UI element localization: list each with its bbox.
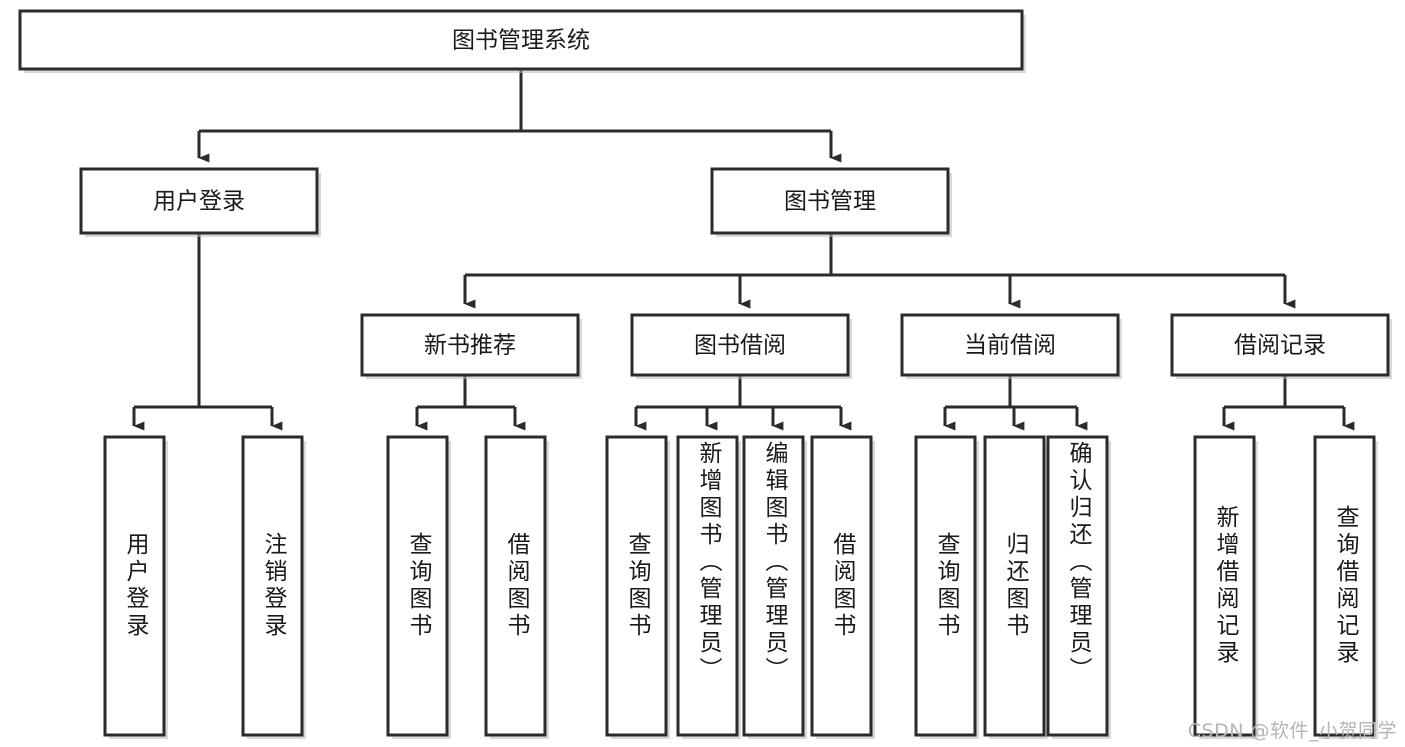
- node-user-login-label: 用户登录: [153, 189, 245, 215]
- node-leaf-br-add[interactable]: 新增借阅记录: [1193, 435, 1258, 739]
- node-current-borrow-box: [900, 313, 1120, 377]
- edge-group-book-borrow-to-leaves: [634, 375, 852, 431]
- node-leaf-nb-query[interactable]: 查询图书: [386, 435, 451, 739]
- node-root-box: [18, 9, 1024, 71]
- node-leaf-user-login[interactable]: 用户登录: [103, 435, 168, 739]
- node-new-books-box: [360, 313, 580, 377]
- edge-group-user-login-to-leaves: [132, 233, 283, 431]
- edge-group-new-books-to-leaves: [415, 375, 526, 431]
- node-book-mgmt-label: 图书管理: [784, 189, 876, 215]
- edge-group-root-to-level2: [197, 69, 842, 163]
- node-leaf-cb-query-label: 查询图书: [933, 532, 959, 640]
- node-user-login[interactable]: 用户登录: [79, 167, 321, 237]
- node-leaf-nb-borrow-label: 借阅图书: [503, 532, 529, 640]
- node-leaf-bb-borrow-label: 借阅图书: [829, 532, 855, 640]
- node-leaf-nb-query-label: 查询图书: [405, 532, 431, 640]
- node-user-login-box: [79, 167, 319, 235]
- node-leaf-bb-edit-label: 编辑图书（管理员）: [761, 441, 787, 684]
- node-current-borrow[interactable]: 当前借阅: [900, 313, 1122, 379]
- node-leaf-cb-confirm-box: [1046, 435, 1109, 737]
- node-leaf-bb-add-box: [676, 435, 739, 737]
- node-leaf-br-query-label: 查询借阅记录: [1332, 505, 1358, 667]
- node-leaf-br-query[interactable]: 查询借阅记录: [1313, 435, 1378, 739]
- node-leaf-bb-query-label: 查询图书: [624, 532, 650, 640]
- node-root-label: 图书管理系统: [452, 28, 590, 54]
- node-leaf-bb-borrow[interactable]: 借阅图书: [810, 435, 875, 739]
- edge-group-borrow-record-to-leaves: [1222, 375, 1355, 431]
- edge-group-current-borrow-to-leaves: [943, 375, 1088, 431]
- node-book-mgmt[interactable]: 图书管理: [710, 167, 952, 237]
- node-leaf-user-login-box: [103, 435, 166, 737]
- node-borrow-record-box: [1170, 313, 1390, 377]
- node-book-borrow-label: 图书借阅: [694, 333, 786, 359]
- node-current-borrow-label: 当前借阅: [964, 333, 1056, 359]
- csdn-watermark: CSDN @软件_小贺同学: [1187, 720, 1397, 742]
- node-book-borrow-box: [630, 313, 850, 377]
- node-leaf-nb-borrow[interactable]: 借阅图书: [484, 435, 549, 739]
- node-root[interactable]: 图书管理系统: [18, 9, 1026, 73]
- node-leaf-bb-add-label: 新增图书（管理员）: [695, 441, 721, 684]
- node-leaf-bb-edit[interactable]: 编辑图书（管理员）: [742, 435, 807, 739]
- node-leaf-cb-query[interactable]: 查询图书: [914, 435, 979, 739]
- edge-group-book-mgmt-to-level3: [463, 233, 1296, 309]
- node-leaf-bb-borrow-box: [810, 435, 873, 737]
- node-leaf-cb-return-box: [983, 435, 1046, 737]
- node-book-mgmt-box: [710, 167, 950, 235]
- node-leaf-bb-add[interactable]: 新增图书（管理员）: [676, 435, 741, 739]
- node-borrow-record[interactable]: 借阅记录: [1170, 313, 1392, 379]
- node-leaf-bb-query-box: [605, 435, 668, 737]
- node-leaf-bb-edit-box: [742, 435, 805, 737]
- node-leaf-cb-query-box: [914, 435, 977, 737]
- node-borrow-record-label: 借阅记录: [1234, 333, 1326, 359]
- node-leaf-cb-return[interactable]: 归还图书: [983, 435, 1048, 739]
- node-leaf-nb-borrow-box: [484, 435, 547, 737]
- node-leaf-nb-query-box: [386, 435, 449, 737]
- node-book-borrow[interactable]: 图书借阅: [630, 313, 852, 379]
- node-leaf-cb-return-label: 归还图书: [1002, 532, 1028, 640]
- node-new-books-label: 新书推荐: [424, 333, 516, 359]
- node-leaf-user-login-label: 用户登录: [122, 532, 148, 640]
- node-leaf-cb-confirm[interactable]: 确认归还（管理员）: [1046, 435, 1111, 739]
- node-leaf-user-logout-box: [241, 435, 304, 737]
- node-leaf-cb-confirm-label: 确认归还（管理员）: [1065, 441, 1091, 684]
- node-new-books[interactable]: 新书推荐: [360, 313, 582, 379]
- node-leaf-br-add-label: 新增借阅记录: [1212, 505, 1238, 667]
- node-leaf-user-logout[interactable]: 注销登录: [241, 435, 306, 739]
- node-leaf-br-query-box: [1313, 435, 1376, 737]
- node-leaf-bb-query[interactable]: 查询图书: [605, 435, 670, 739]
- node-leaf-user-logout-label: 注销登录: [260, 532, 286, 640]
- node-leaf-br-add-box: [1193, 435, 1256, 737]
